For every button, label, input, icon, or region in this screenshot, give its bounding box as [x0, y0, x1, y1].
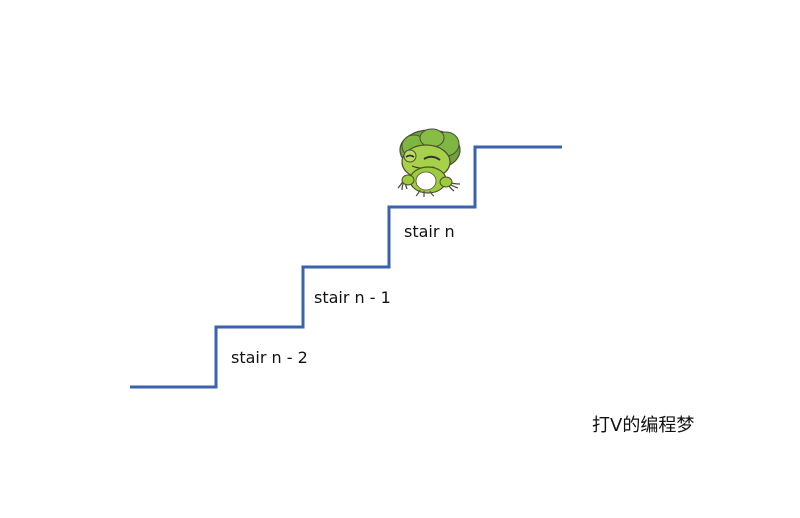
- stair-n-label: stair n: [404, 222, 455, 241]
- frog-icon: [397, 128, 461, 197]
- staircase-line: [130, 145, 562, 389]
- stair-n-minus-2-label: stair n - 2: [231, 348, 308, 367]
- watermark-text: 打V的编程梦: [592, 415, 695, 436]
- stair-n-minus-1-label: stair n - 1: [314, 288, 391, 307]
